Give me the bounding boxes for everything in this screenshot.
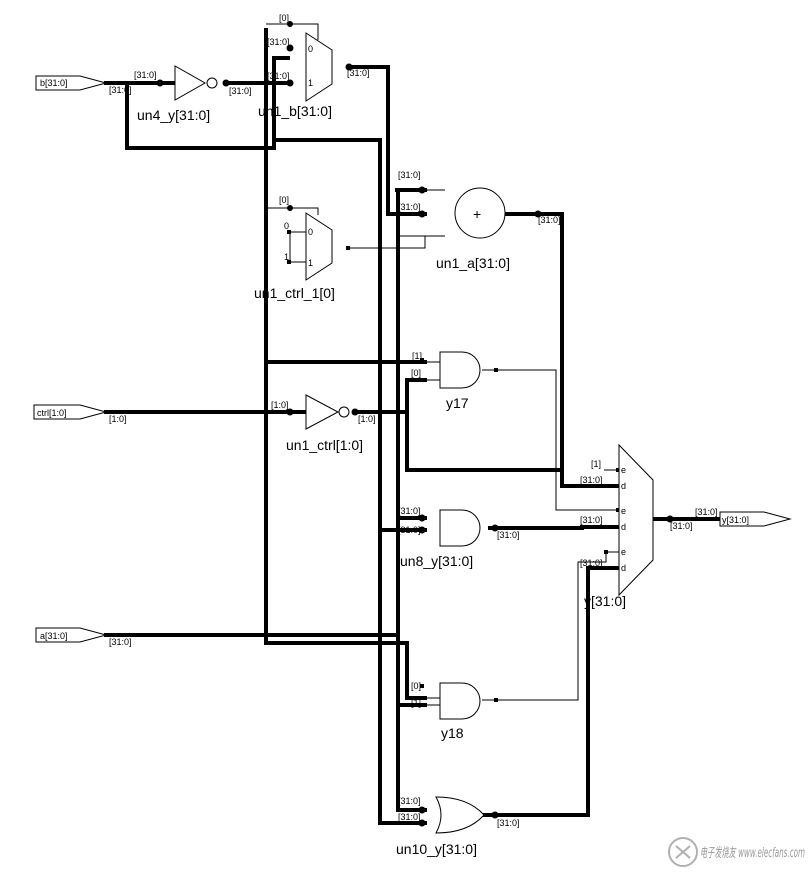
y-mux-label: y[31:0]: [584, 593, 626, 609]
svg-text:[31:0]: [31:0]: [398, 812, 421, 822]
y17-label: y17: [446, 395, 469, 411]
port-b-label: b[31:0]: [40, 78, 68, 88]
svg-text:d: d: [621, 522, 626, 532]
svg-text:[31:0]: [31:0]: [398, 506, 421, 516]
svg-text:[31:0]: [31:0]: [267, 71, 290, 81]
svg-text:[31:0]: [31:0]: [497, 818, 520, 828]
svg-text:[31:0]: [31:0]: [695, 507, 718, 517]
svg-text:0: 0: [308, 227, 313, 237]
svg-text:[31:0]: [31:0]: [109, 85, 132, 95]
port-a: a[31:0]: [35, 627, 108, 643]
and-gate-un8-y: un8_y[31:0]: [400, 509, 481, 569]
inverter-un4-y: un4_y[31:0]: [137, 65, 218, 123]
svg-text:[31:0]: [31:0]: [229, 86, 252, 96]
svg-text:[31:0]: [31:0]: [398, 796, 421, 806]
port-a-label: a[31:0]: [40, 631, 68, 641]
svg-text:1: 1: [308, 258, 313, 268]
svg-text:d: d: [621, 481, 626, 491]
un10-y-label: un10_y[31:0]: [396, 841, 477, 857]
svg-text:[0]: [0]: [411, 368, 421, 378]
svg-text:0: 0: [308, 44, 313, 54]
watermark: 电子发烧友 www.elecfans.com: [668, 837, 805, 867]
svg-text:[31:0]: [31:0]: [398, 525, 421, 535]
thin-wires: [266, 23, 619, 701]
inverter-un1-ctrl: un1_ctrl[1:0]: [286, 394, 363, 453]
un1-ctrl-1-label: un1_ctrl_1[0]: [254, 285, 335, 301]
svg-text:[1]: [1]: [591, 459, 601, 469]
un8-y-label: un8_y[31:0]: [400, 553, 473, 569]
mux-un1-ctrl-1: 0 1 0 1 un1_ctrl_1[0]: [254, 212, 335, 301]
svg-text:e: e: [621, 547, 626, 557]
and-gate-y17: y17: [425, 351, 481, 411]
svg-text:[0]: [0]: [411, 681, 421, 691]
adder-un1-a: + un1_a[31:0]: [425, 187, 510, 271]
svg-text:[31:0]: [31:0]: [580, 515, 603, 525]
port-ctrl: ctrl[1:0]: [33, 404, 108, 420]
un1-ctrl-label: un1_ctrl[1:0]: [286, 437, 363, 453]
svg-text:e: e: [621, 465, 626, 475]
un4-y-label: un4_y[31:0]: [137, 107, 210, 123]
svg-text:1: 1: [308, 78, 313, 88]
bus-range-labels: [31:0] [31:0] [31:0] [0] [31:0] [31:0] […: [109, 13, 718, 828]
svg-text:d: d: [621, 563, 626, 573]
svg-text:[31:0]: [31:0]: [109, 637, 132, 647]
svg-text:[31:0]: [31:0]: [670, 521, 693, 531]
mux-un1-b: 0 1 un1_b[31:0]: [258, 32, 333, 119]
un1-a-label: un1_a[31:0]: [436, 255, 510, 271]
svg-text:[31:0]: [31:0]: [134, 70, 157, 80]
svg-text:[31:0]: [31:0]: [347, 68, 370, 78]
svg-text:1: 1: [284, 252, 289, 262]
port-b: b[31:0]: [35, 75, 108, 91]
svg-text:[31:0]: [31:0]: [497, 530, 520, 540]
svg-text:0: 0: [284, 221, 289, 231]
svg-text:[31:0]: [31:0]: [580, 475, 603, 485]
adder-symbol: +: [473, 206, 481, 222]
watermark-text: 电子发烧友 www.elecfans.com: [700, 846, 805, 861]
svg-text:[31:0]: [31:0]: [580, 558, 603, 568]
and-gate-y18: y18: [425, 682, 481, 741]
svg-text:[0]: [0]: [279, 195, 289, 205]
port-ctrl-label: ctrl[1:0]: [37, 408, 67, 418]
svg-text:[31:0]: [31:0]: [398, 202, 421, 212]
port-y-label: y[31:0]: [722, 515, 749, 525]
svg-text:[31:0]: [31:0]: [538, 215, 561, 225]
or-gate-un10-y: un10_y[31:0]: [396, 796, 485, 857]
junction-dots: [156, 21, 674, 827]
svg-text:[1]: [1]: [412, 351, 422, 361]
un1-b-label: un1_b[31:0]: [258, 103, 332, 119]
svg-text:e: e: [621, 506, 626, 516]
svg-text:[31:0]: [31:0]: [398, 170, 421, 180]
bus-wires: [104, 28, 722, 825]
svg-text:[31:0]: [31:0]: [267, 37, 290, 47]
y18-label: y18: [441, 725, 464, 741]
svg-text:[1:0]: [1:0]: [109, 414, 127, 424]
port-y: y[31:0]: [719, 511, 792, 527]
mux-y: e d e d e d y[31:0]: [584, 443, 654, 609]
svg-text:[1]: [1]: [411, 698, 421, 708]
svg-text:[0]: [0]: [279, 13, 289, 23]
svg-text:[1:0]: [1:0]: [271, 400, 289, 410]
svg-text:[1:0]: [1:0]: [358, 414, 376, 424]
